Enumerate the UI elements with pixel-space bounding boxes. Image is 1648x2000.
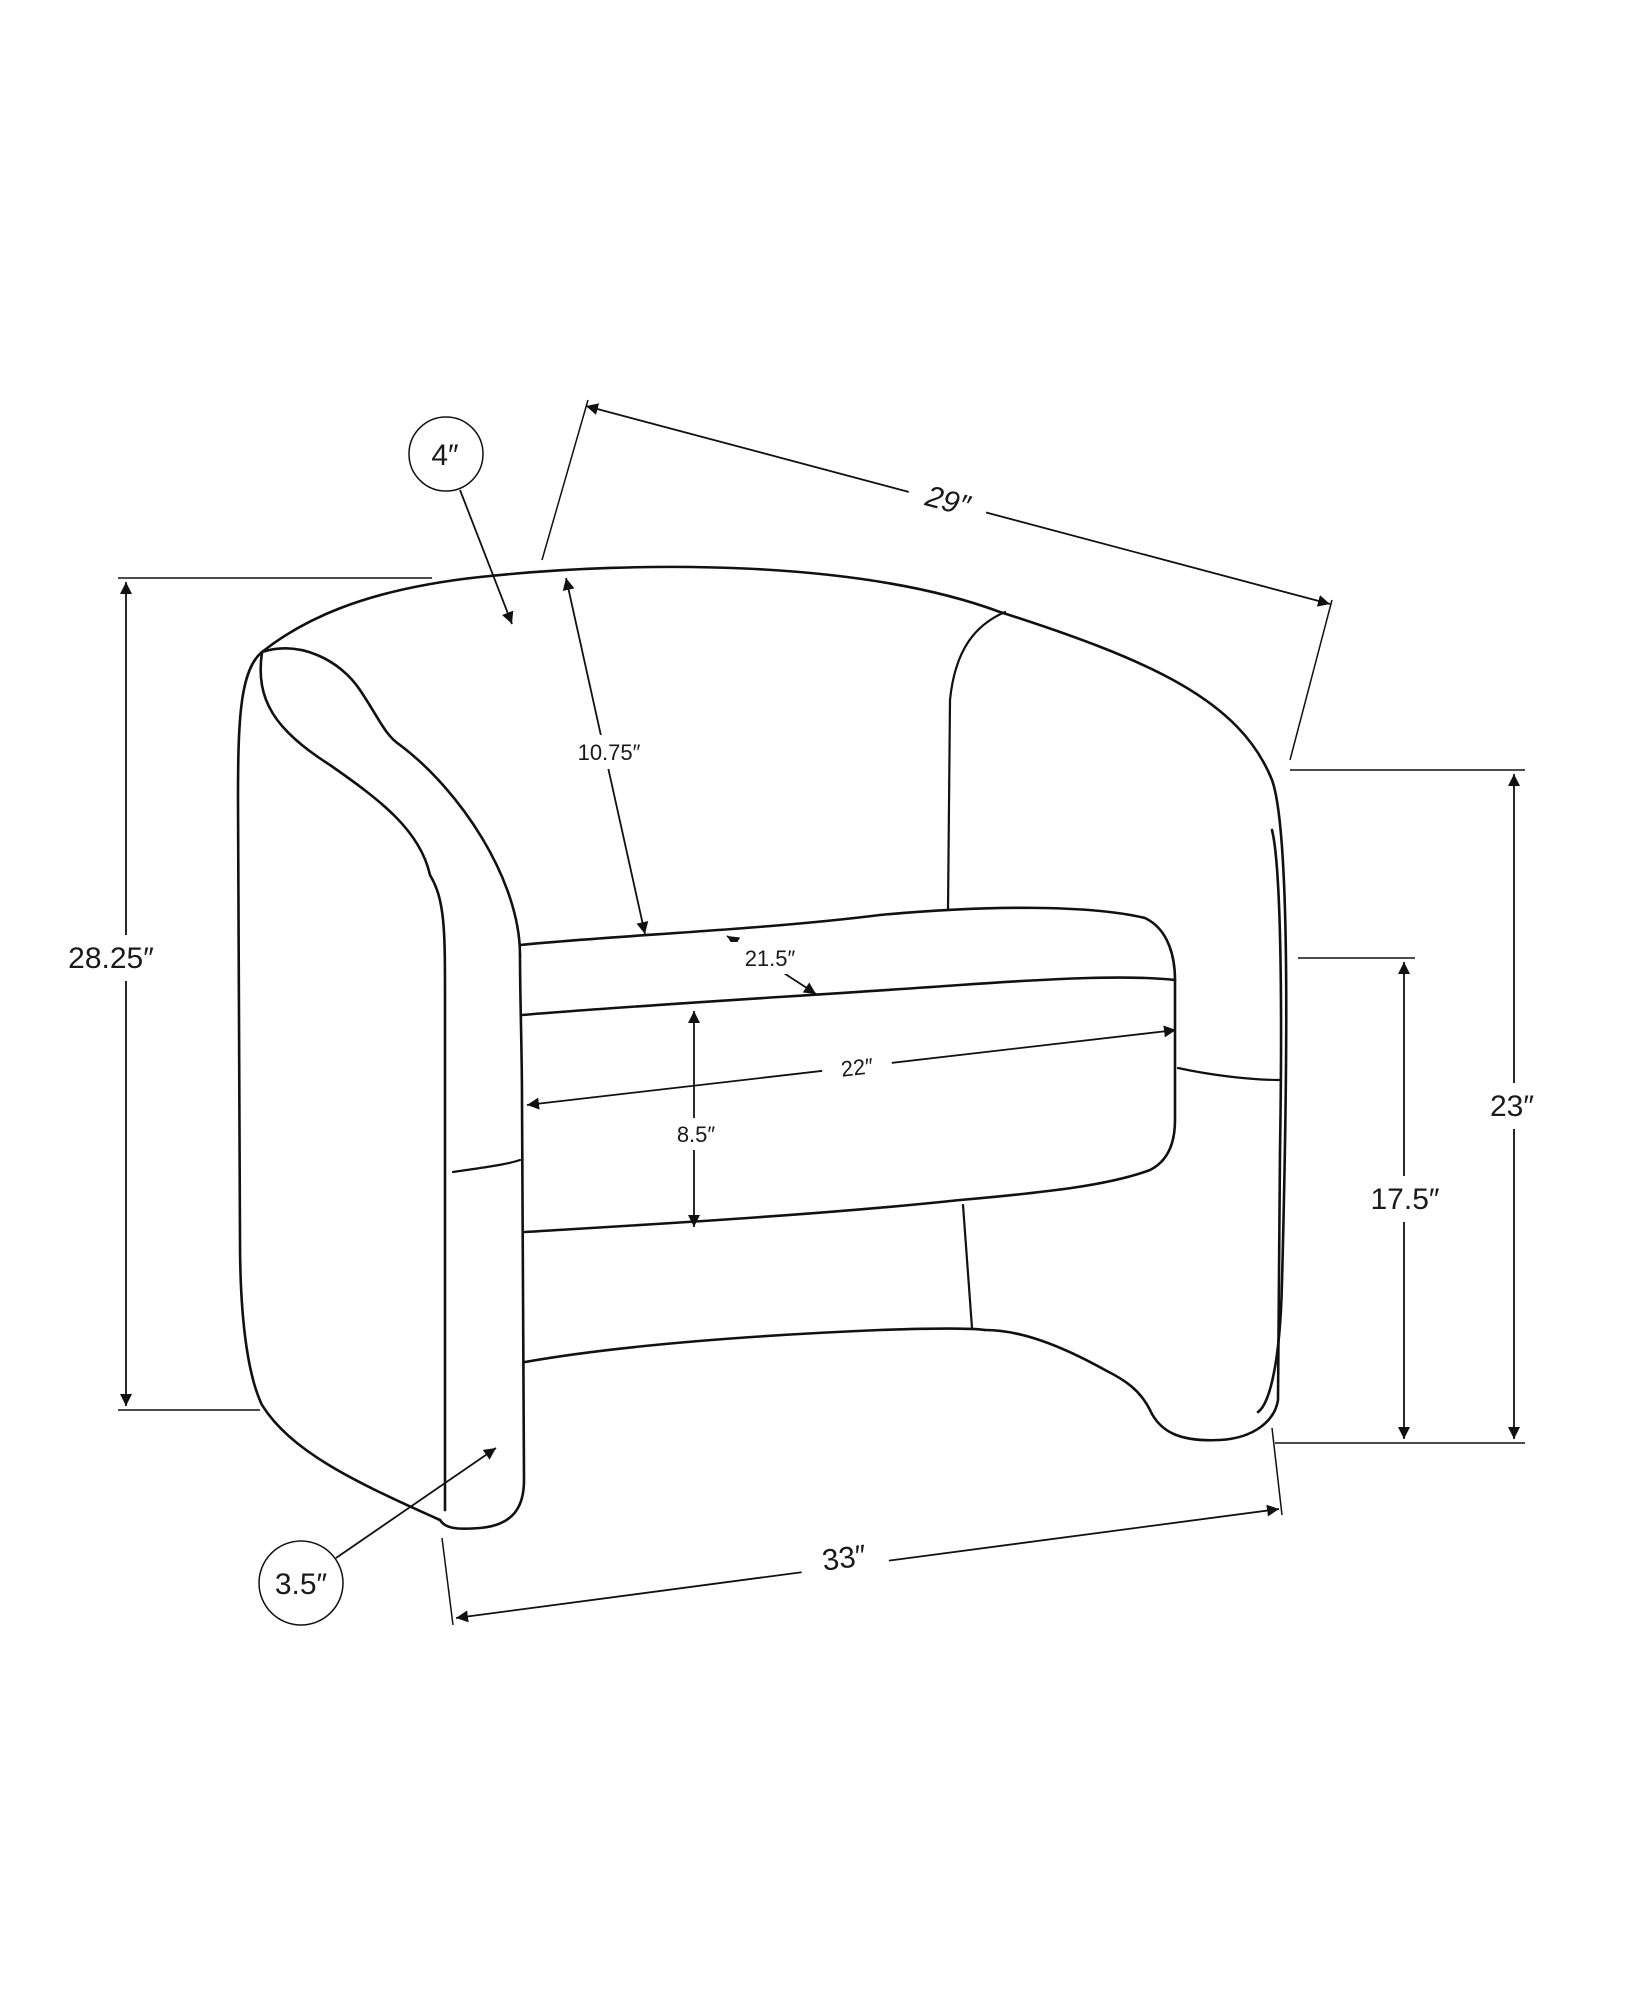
back-right-seam <box>946 610 1007 912</box>
left-arm-front <box>438 953 526 1531</box>
back-top-edge <box>260 565 1288 1414</box>
dimension-lines <box>118 399 1525 1626</box>
right-leg-seam <box>961 1203 974 1330</box>
left-shell-outer <box>236 650 442 1522</box>
seat-front-top-edge <box>520 976 1177 1017</box>
back-thickness-label: 4″ <box>431 439 459 472</box>
seat-front-bottom-edge <box>523 978 1177 1234</box>
seat-thickness-label: 8.5″ <box>677 1122 716 1147</box>
seat-height-label: 17.5″ <box>1370 1183 1439 1216</box>
overall-width-label: 33″ <box>820 1539 868 1578</box>
lower-rail <box>523 1327 987 1364</box>
width-extension-right <box>1271 1427 1283 1516</box>
back-height-label: 10.75″ <box>578 740 641 765</box>
seat-thickness-label-backing <box>666 1118 726 1150</box>
overall-height-label: 28.25″ <box>68 942 154 975</box>
seat-depth-label: 21.5″ <box>745 946 796 971</box>
arm-thickness-leader <box>335 1447 497 1559</box>
arm-thickness-label: 3.5″ <box>275 1568 328 1601</box>
left-arm-inner-front <box>259 650 447 1512</box>
right-arm-front <box>983 828 1283 1442</box>
chair-outline <box>236 565 1288 1531</box>
width-label-backing <box>797 1528 891 1586</box>
depth-extension-left <box>541 399 589 561</box>
depth-extension-right <box>1289 599 1333 761</box>
depth-label-backing <box>903 468 993 532</box>
arm-height-label: 23″ <box>1490 1090 1534 1123</box>
back-thickness-callout-circle <box>408 416 484 492</box>
left-arm-seam <box>451 1158 522 1174</box>
seat-top <box>518 906 1177 982</box>
left-arm-roll <box>260 647 522 957</box>
arm-thickness-callout-circle <box>258 1540 344 1626</box>
seat-height-label-backing <box>1342 1176 1468 1222</box>
height-label-backing <box>40 935 182 981</box>
right-arm-seam <box>1176 1066 1282 1082</box>
back-height-label-backing <box>560 735 660 769</box>
back-thickness-leader <box>459 489 514 625</box>
seat-depth-label-backing <box>730 942 812 974</box>
arm-height-label-backing <box>1468 1083 1556 1129</box>
width-extension-left <box>441 1537 454 1626</box>
dimension-labels: 28.25″ 29″ 23″ 17.5″ 33″ 10.75″ 21.5″ 22… <box>40 439 1556 1601</box>
seat-width-label: 22″ <box>840 1053 875 1082</box>
seat-width-label-backing <box>820 1047 894 1087</box>
